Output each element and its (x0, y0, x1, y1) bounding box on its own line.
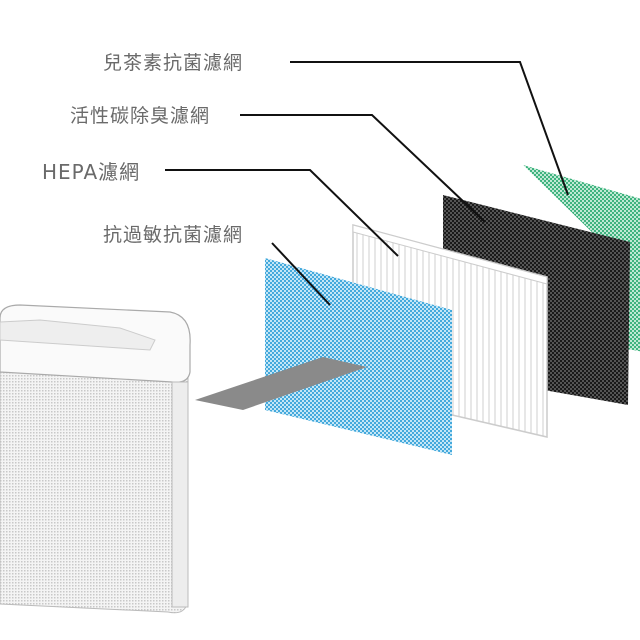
leader-antiallergy (271, 242, 331, 306)
catechin-filter-panel (523, 165, 640, 352)
leader-hepa (165, 169, 399, 257)
airflow-slab (195, 357, 367, 410)
leader-carbon (240, 114, 486, 223)
leader-catechin (290, 61, 569, 196)
air-purifier (0, 304, 191, 614)
label-carbon-filter: 活性碳除臭濾網 (70, 105, 211, 127)
antiallergy-filter-panel (265, 258, 452, 455)
label-hepa-filter: HEPA濾網 (42, 160, 141, 184)
label-catechin-filter: 兒茶素抗菌濾網 (103, 52, 244, 74)
leader-lines (165, 61, 569, 306)
label-antiallergy-filter: 抗過敏抗菌濾網 (103, 224, 244, 246)
